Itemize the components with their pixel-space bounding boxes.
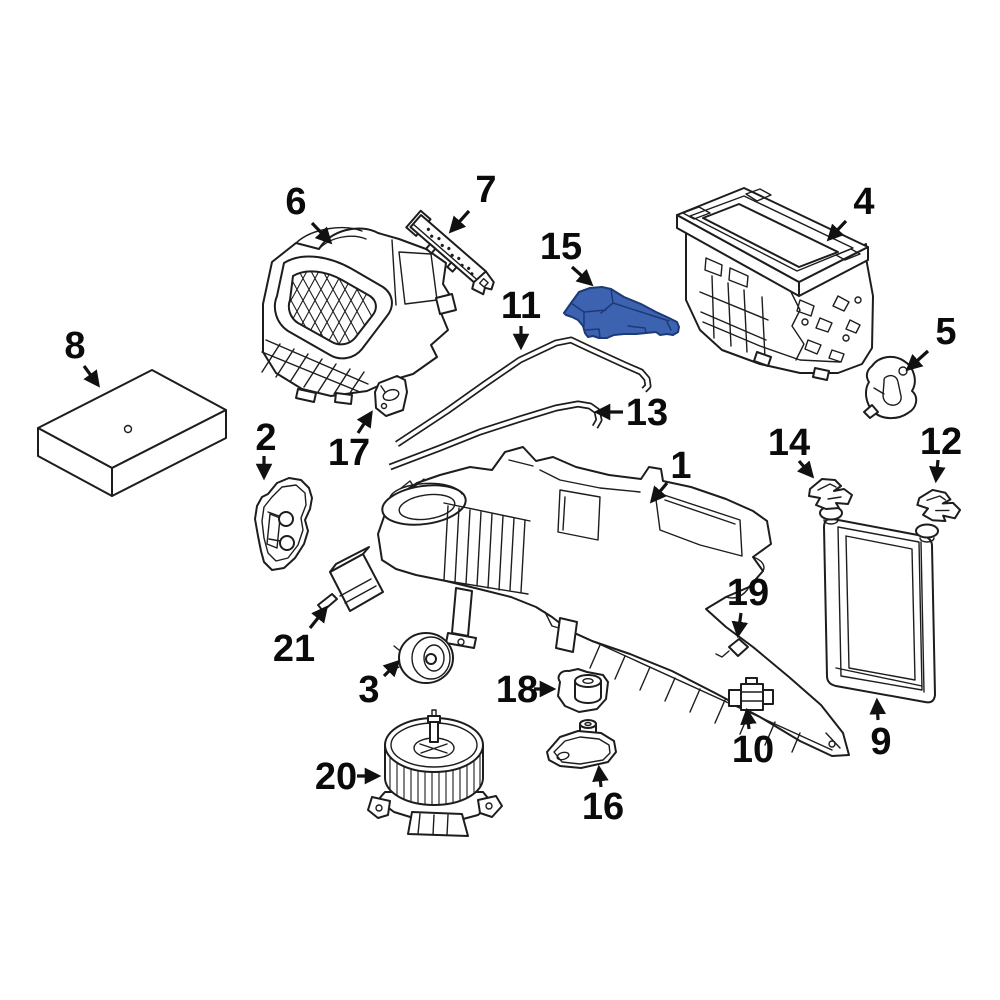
- callout-13-label: 13: [626, 392, 668, 434]
- callout-15: 15: [540, 226, 594, 287]
- callout-8-label: 8: [64, 325, 85, 367]
- callout-1: 1: [649, 445, 692, 504]
- part-9-heater-core: [819, 505, 939, 704]
- callout-7: 7: [448, 169, 497, 234]
- part-8-filter: [37, 369, 227, 497]
- callout-9: 9: [869, 697, 892, 763]
- part-12-clip: [916, 488, 962, 523]
- part-6-inlet-housing: [261, 226, 457, 405]
- callout-17: 17: [328, 410, 373, 474]
- callout-11-label: 11: [501, 285, 541, 327]
- callout-16-label: 16: [582, 786, 624, 828]
- callout-2-label: 2: [255, 417, 276, 459]
- part-4-distribution-housing: [676, 187, 874, 381]
- part-17-cover-plate: [374, 375, 408, 417]
- callout-1-label: 1: [670, 445, 691, 487]
- callout-4-label: 4: [853, 181, 874, 223]
- callout-5: 5: [905, 311, 957, 372]
- part-19-clip: [715, 638, 749, 658]
- callout-14: 14: [768, 422, 815, 479]
- callout-3: 3: [358, 659, 401, 711]
- part-7-bracket-strip: [405, 209, 495, 296]
- callout-20-label: 20: [315, 756, 357, 798]
- part-14-clip: [808, 478, 853, 510]
- callout-19-label: 19: [727, 572, 769, 614]
- part-21-resistor: [317, 546, 384, 612]
- part-2-bracket: [254, 477, 313, 571]
- callout-15-label: 15: [540, 226, 582, 268]
- callout-11: 11: [501, 285, 541, 351]
- part-20-blower-motor: [367, 709, 503, 837]
- callout-12-label: 12: [920, 421, 962, 463]
- callout-18: 18: [496, 669, 557, 711]
- callout-13: 13: [593, 392, 668, 434]
- part-13-hose: [388, 400, 603, 471]
- callout-6-label: 6: [285, 181, 306, 223]
- callout-7-label: 7: [475, 169, 496, 211]
- callout-21-label: 21: [273, 628, 315, 670]
- callout-4: 4: [826, 181, 875, 242]
- part-15-duct-highlighted: [563, 286, 680, 339]
- callout-12: 12: [920, 421, 962, 484]
- part-5-bracket: [863, 355, 918, 420]
- callout-3-label: 3: [358, 669, 379, 711]
- part-16-mount-bracket: [546, 719, 617, 769]
- part-1-main-housing: [377, 446, 850, 757]
- part-10-valve: [728, 677, 774, 711]
- callout-16: 16: [582, 764, 624, 828]
- callout-9-label: 9: [870, 721, 891, 763]
- part-3-actuator-motor: [392, 632, 454, 684]
- callout-5-label: 5: [935, 311, 956, 353]
- callout-20: 20: [315, 756, 382, 798]
- callout-2: 2: [255, 417, 277, 481]
- part-11-hose: [395, 336, 652, 447]
- callout-14-label: 14: [768, 422, 810, 464]
- callouts-layer: 1 2 3 4 5 6 7 8 9 10 11 12 13 14 15 16 1…: [64, 169, 962, 828]
- callout-21: 21: [273, 605, 329, 670]
- callout-19: 19: [727, 572, 769, 639]
- callout-8: 8: [64, 325, 100, 388]
- callout-10-label: 10: [732, 729, 774, 771]
- callout-18-label: 18: [496, 669, 538, 711]
- part-18-grommet: [557, 668, 609, 713]
- callout-10: 10: [732, 707, 774, 771]
- callout-6: 6: [285, 181, 333, 245]
- part-20-fan-slats: [389, 753, 481, 806]
- callout-17-label: 17: [328, 432, 370, 474]
